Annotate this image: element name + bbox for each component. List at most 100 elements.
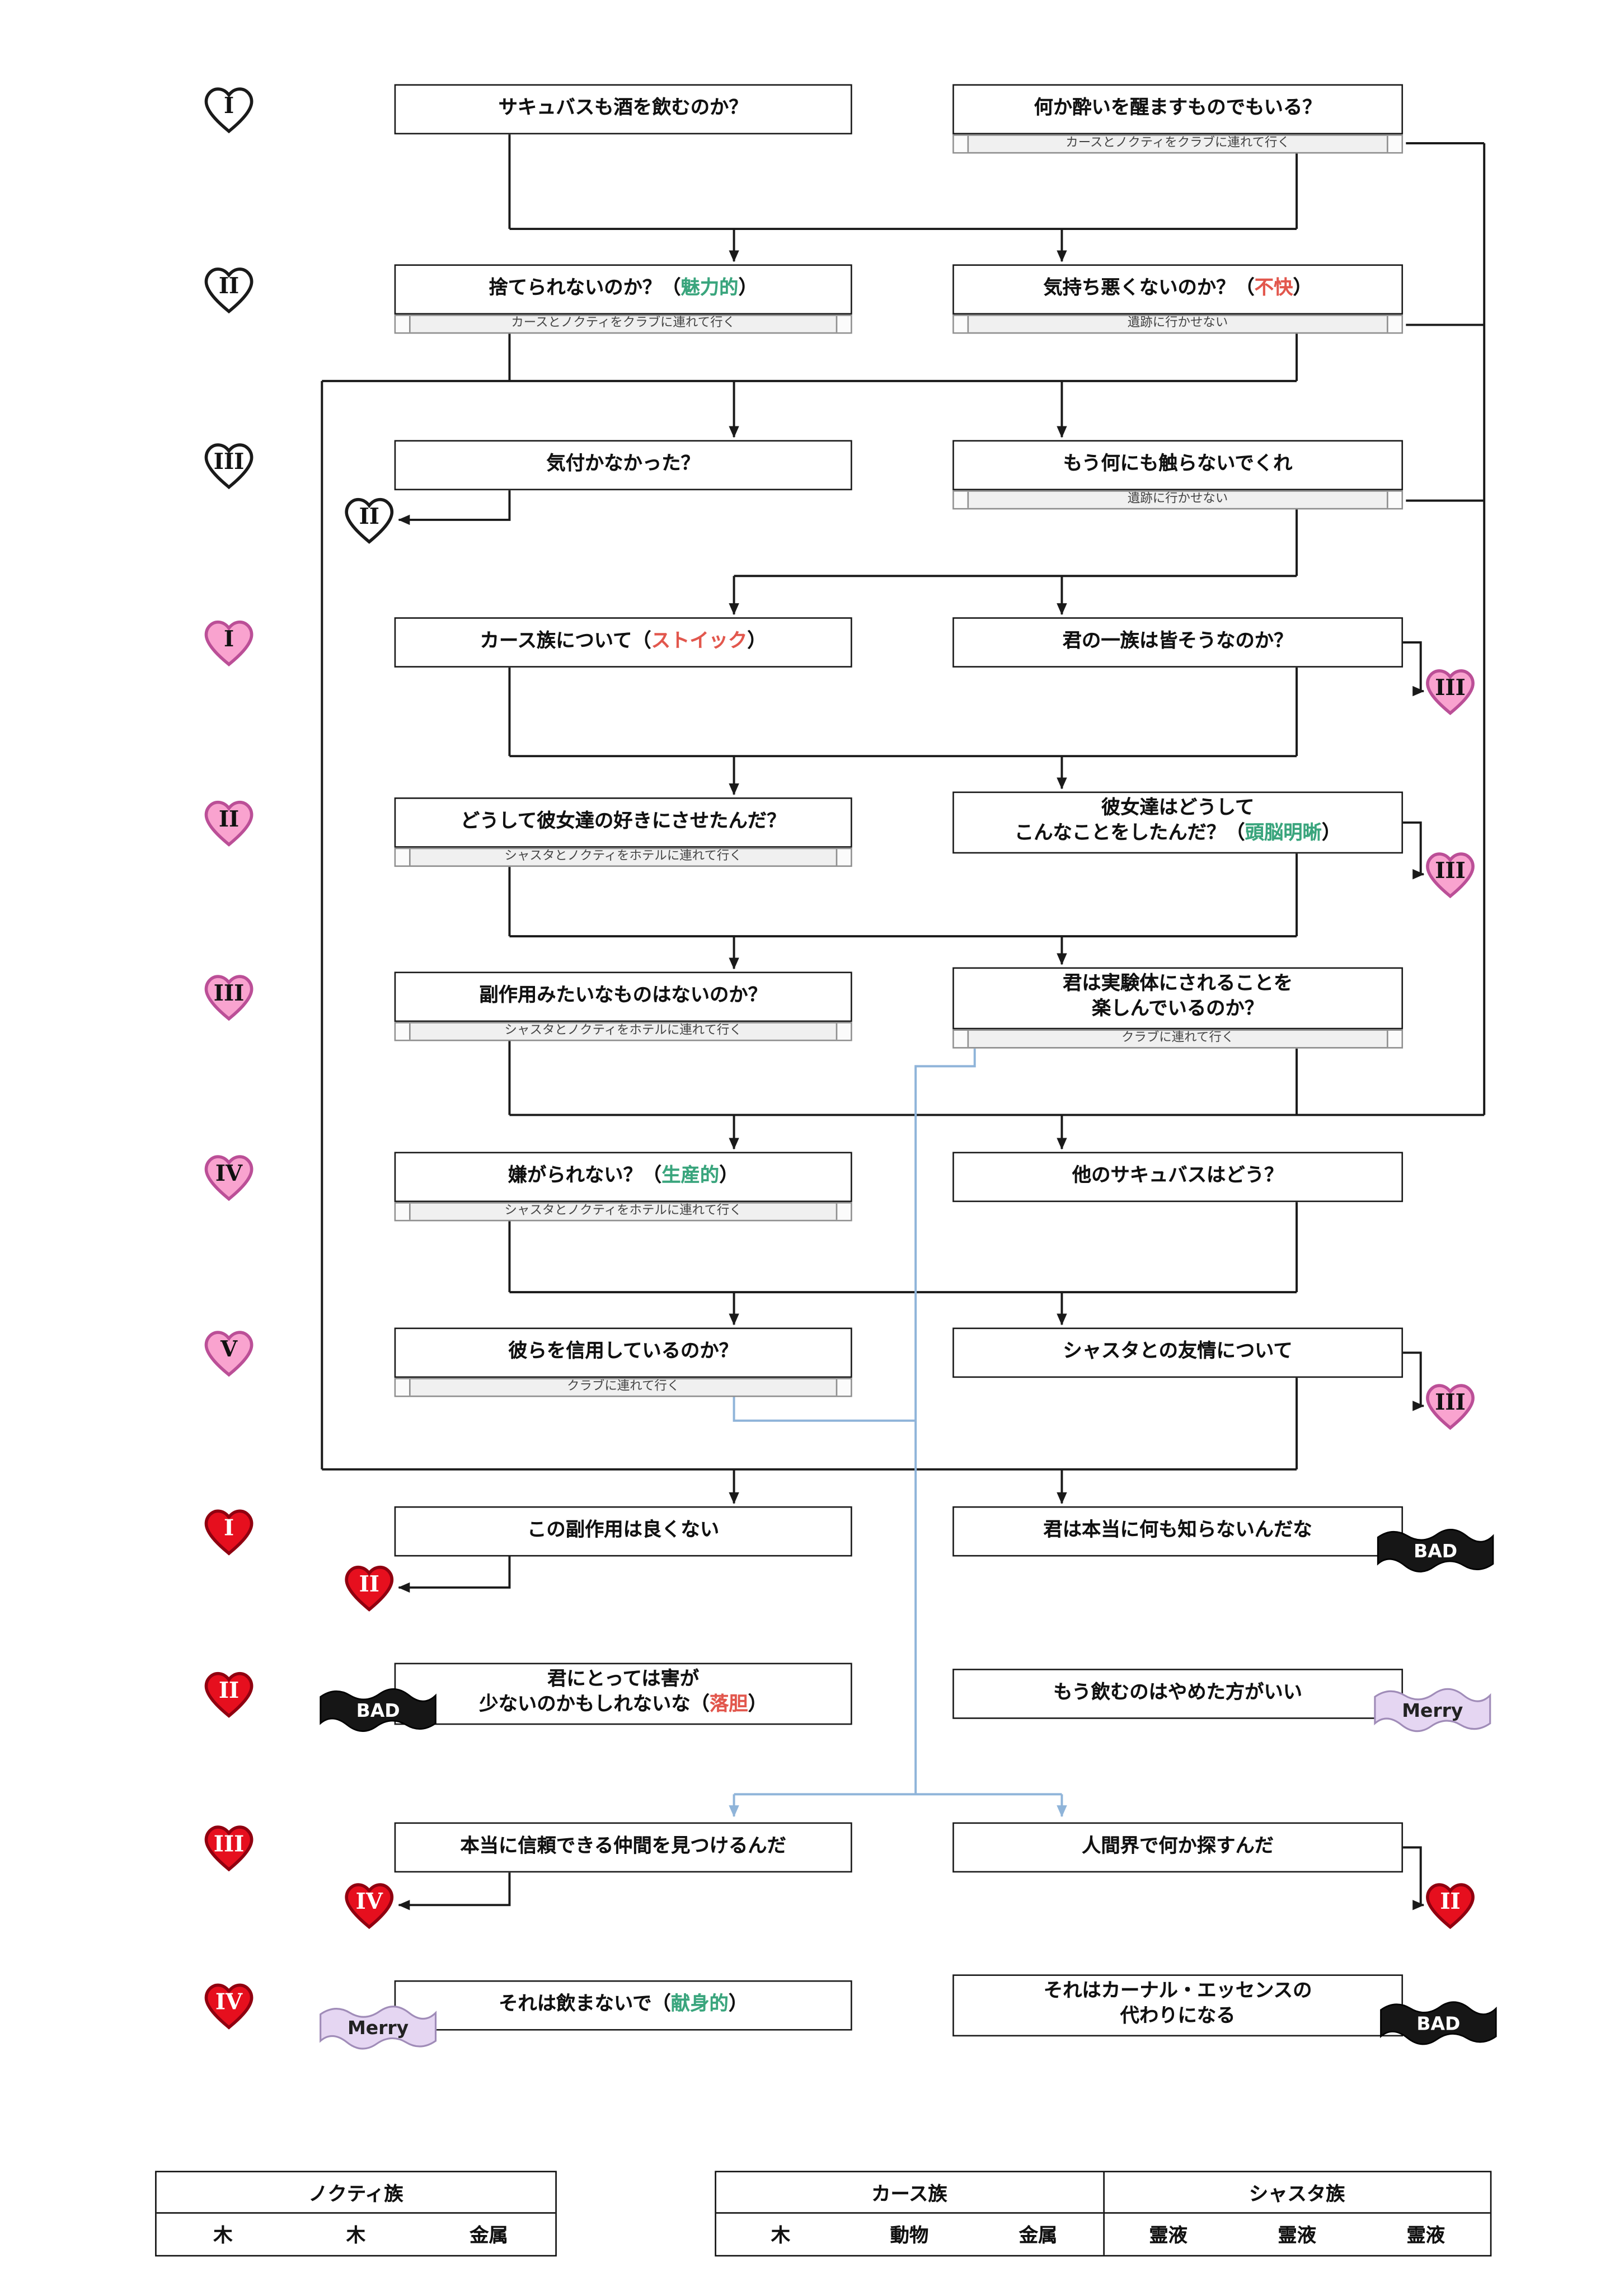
table-cell: 霊液 [1406,2225,1445,2248]
text-post: ） [747,630,767,652]
table-cell: 霊液 [1149,2225,1188,2248]
banner-merry-r10: Merry [1370,1683,1495,1736]
heart-numeral: III [214,981,245,1006]
condition-text: クラブに連れて行く [567,1379,680,1394]
text-post: ） [728,1993,748,2016]
banner-label: BAD [356,1699,400,1721]
arrow-to-heart [1403,821,1425,880]
node-text: 彼女達はどうして こんなことをしたんだ？（頭脳明晰） [1008,797,1346,847]
text-accent: 献身的 [670,1993,729,2016]
text-pre: 捨てられないのか？（ [489,276,681,299]
table-cell: 金属 [1018,2225,1058,2248]
heart-numeral: II [219,1678,239,1703]
node-text: もう何にも触らないでくれ [1063,452,1293,475]
tier-heart-7: IV [199,1151,259,1204]
node-text: どうして彼女達の好きにさせたんだ？ [460,810,786,833]
heart-icon: II [340,1561,399,1614]
condition-bar-r6-right: クラブに連れて行く [952,1029,1404,1049]
node-text: 他のサキュバスはどう？ [1072,1164,1284,1187]
node-text: シャスタとの友情について [1063,1340,1293,1363]
node-r4-right: 君の一族は皆そうなのか？ [952,617,1404,668]
tier-heart-1: I [199,83,259,136]
heart-numeral: III [214,449,245,475]
heart-numeral: I [224,93,234,119]
node-r11-right: 人間界で何か探すんだ [952,1822,1404,1873]
table-header-shasta: シャスタ族 [1104,2172,1490,2213]
node-text: この副作用は良くない [527,1519,720,1541]
condition-text: シャスタとノクティをホテルに連れて行く [504,849,742,865]
node-text: それはカーナル・エッセンスの 代わりになる [1043,1980,1312,2028]
node-text: 君の一族は皆そうなのか？ [1062,630,1293,652]
heart-icon: III [199,1821,259,1874]
node-r9-right: 君は本当に何も知らないんだな [952,1506,1404,1557]
text-accent: 不快 [1254,276,1293,299]
condition-endcap [836,316,851,332]
text-pre: それは飲まないで（ [499,1993,671,2016]
table-cell: 木 [213,2225,233,2248]
text-post: ） [1293,276,1312,299]
tier-heart-6: III [199,970,259,1023]
condition-bar-r6-left: シャスタとノクティをホテルに連れて行く [394,1022,852,1041]
table-row: 霊液 霊液 霊液 [1104,2213,1490,2255]
condition-bar-r7-left: シャスタとノクティをホテルに連れて行く [394,1202,852,1222]
arrow-to-heart [1403,1846,1425,1910]
table-column: ノクティ族 木 木 金属 [156,2172,556,2255]
condition-bar-r8-left: クラブに連れて行く [394,1378,852,1397]
heart-numeral: II [219,807,239,832]
tier-heart-8: V [199,1326,259,1379]
text-post: ） [719,1164,739,1187]
condition-text: カースとノクティをクラブに連れて行く [1066,136,1290,151]
condition-text: シャスタとノクティをホテルに連れて行く [504,1023,742,1039]
tier-heart-5: II [199,796,259,849]
heart-icon: IV [199,1151,259,1204]
heart-icon: II [340,493,399,546]
node-text: もう飲むのはやめた方がいい [1053,1681,1303,1704]
node-r12-right: それはカーナル・エッセンスの 代わりになる [952,1974,1404,2037]
node-text: それは飲まないで（献身的） [493,1993,754,2018]
banner-label: Merry [348,2017,409,2039]
table-header-nokti: ノクティ族 [156,2172,556,2213]
table-header-kasu: カース族 [716,2172,1103,2213]
flow-line-blue [733,1048,1062,1796]
node-r4-left: カース族について（ストイック） [394,617,852,668]
heart-icon: V [199,1326,259,1379]
condition-endcap [1387,135,1402,152]
text-accent: 頭脳明晰 [1245,822,1322,845]
node-text: 本当に信頼できる仲間を見つけるんだ [460,1835,786,1857]
heart-icon: II [199,1667,259,1720]
text-post: ） [1321,822,1341,845]
jump-heart-pink-3-c: III [1421,1379,1480,1433]
node-r8-right: シャスタとの友情について [952,1327,1404,1378]
node-text: 捨てられないのか？（魅力的） [483,277,764,302]
banner-label: Merry [1402,1699,1463,1721]
node-r8-left: 彼らを信用しているのか？ [394,1327,852,1378]
text-post: ） [748,1693,768,1716]
heart-icon: II [199,263,259,316]
node-r10-left: 君にとっては害が 少ないのかもしれないな（落胆） [394,1663,852,1725]
table-cell: 金属 [470,2225,508,2248]
banner-label: BAD [1416,2012,1460,2034]
arrow-to-heart [1403,1351,1425,1411]
bad-ribbon-icon: BAD [1380,2001,1497,2045]
text-pre: 気持ち悪くないのか？（ [1043,276,1255,299]
condition-endcap [396,1023,411,1040]
node-r3-left: 気付かなかった？ [394,440,852,491]
node-text: 気付かなかった？ [546,452,700,475]
banner-merry-r12: Merry [316,2001,440,2054]
text-pre: 君にとっては害が 少ないのかもしれないな（ [479,1669,710,1716]
heart-numeral: III [1435,858,1466,884]
condition-endcap [396,1203,411,1220]
node-text: 副作用みたいなものはないのか？ [479,984,767,1007]
tier-heart-11: III [199,1821,259,1874]
jump-heart-red-2-a: II [340,1561,399,1614]
heart-numeral: II [1440,1889,1460,1914]
text-pre: カース族について（ [480,630,651,652]
node-text: 嫌がられない？（生産的） [502,1165,744,1190]
condition-bar-r2-left: カースとノクティをクラブに連れて行く [394,314,852,334]
text-accent: 落胆 [709,1693,748,1716]
condition-text: シャスタとノクティをホテルに連れて行く [504,1204,742,1219]
node-r7-left: 嫌がられない？（生産的） [394,1152,852,1203]
node-r9-left: この副作用は良くない [394,1506,852,1557]
jump-heart-white-2: II [340,493,399,546]
